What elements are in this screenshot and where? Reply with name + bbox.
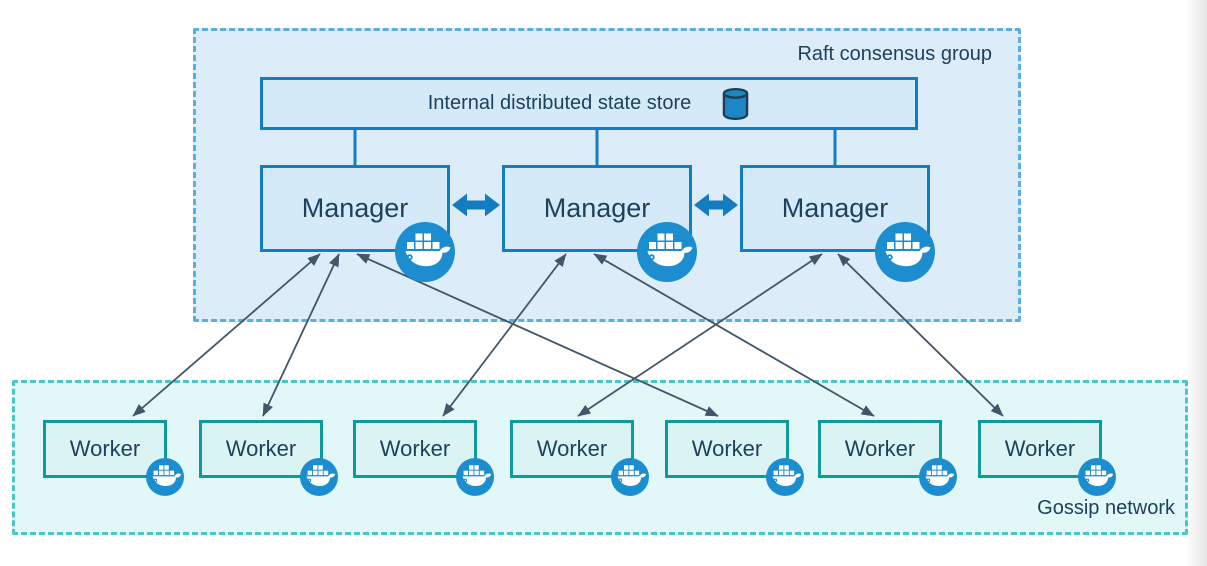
manager-1-box: Manager	[260, 165, 450, 252]
manager-3-label: Manager	[781, 193, 889, 223]
manager-2-label: Manager	[543, 193, 651, 223]
worker-6-box: Worker	[818, 420, 942, 478]
worker-1-label: Worker	[69, 436, 141, 461]
worker-2-box: Worker	[199, 420, 323, 478]
database-cylinder-icon	[722, 87, 749, 120]
window-edge-shadow	[1185, 0, 1207, 566]
worker-6-label: Worker	[844, 436, 916, 461]
manager-2-box: Manager	[502, 165, 692, 252]
worker-7-label: Worker	[1004, 436, 1076, 461]
manager-3-box: Manager	[740, 165, 930, 252]
worker-3-box: Worker	[353, 420, 477, 478]
worker-7-box: Worker	[978, 420, 1102, 478]
worker-4-label: Worker	[536, 436, 608, 461]
worker-1-box: Worker	[43, 420, 167, 478]
worker-5-label: Worker	[691, 436, 763, 461]
state-store-box: Internal distributed state store	[260, 77, 918, 130]
gossip-network-label: Gossip network	[1037, 497, 1175, 519]
worker-4-box: Worker	[510, 420, 634, 478]
manager-1-label: Manager	[301, 193, 409, 223]
raft-group-label: Raft consensus group	[797, 43, 992, 65]
worker-5-box: Worker	[665, 420, 789, 478]
worker-3-label: Worker	[379, 436, 451, 461]
worker-2-label: Worker	[225, 436, 297, 461]
state-store-label: Internal distributed state store	[427, 92, 692, 114]
